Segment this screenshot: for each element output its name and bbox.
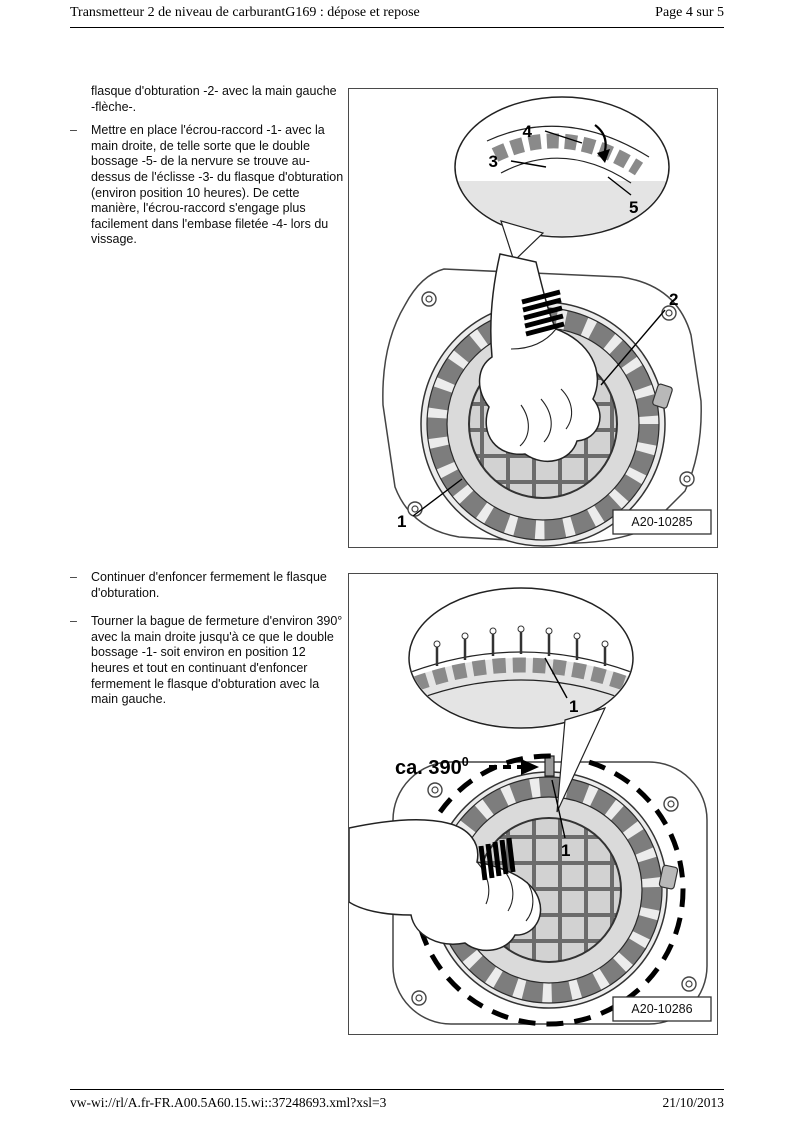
page-title: Transmetteur 2 de niveau de carburantG16… (70, 5, 420, 20)
footer-divider (70, 1089, 724, 1090)
header-divider (70, 27, 724, 28)
retainer-clip (658, 864, 679, 890)
figure-label-text: A20-10285 (631, 515, 692, 529)
callout-1: 1 (397, 512, 406, 531)
bubble-pointer (500, 220, 545, 263)
rotation-angle-sup: 0 (462, 755, 469, 769)
callout-3: 3 (489, 152, 498, 171)
figure2-callouts: 1 1 (544, 657, 578, 860)
rotation-angle-text: ca. 390 (395, 757, 462, 779)
instructions-section-1: flasque d'obturation -2- avec la main ga… (70, 84, 344, 261)
callout-5: 5 (629, 198, 638, 217)
callout-4: 4 (523, 122, 533, 141)
list-item: – Tourner la bague de fermeture d'enviro… (70, 614, 344, 708)
retainer-clip (652, 383, 673, 409)
bullet-dash: – (70, 614, 77, 629)
rotation-arrowhead (521, 759, 539, 775)
detail-bubble (408, 587, 634, 813)
instructions-section-2: – Continuer d'enfoncer fermement le flas… (70, 570, 344, 721)
figure2-illustration: ca. 3900 1 1 A20-10286 (349, 587, 712, 1027)
page-indicator: Page 4 sur 5 (655, 5, 724, 20)
figure2-label: A20-10286 (612, 996, 712, 1022)
figure1-illustration: 4 3 5 2 1 A20-10285 (382, 96, 712, 547)
figure-label-text: A20-10286 (631, 1002, 692, 1016)
ring-pins (435, 631, 607, 666)
callout-inset-1: 1 (569, 697, 578, 716)
list-item-text: Mettre en place l'écrou-raccord -1- avec… (91, 123, 344, 247)
figure1-label: A20-10285 (612, 509, 712, 535)
bullet-dash: – (70, 570, 77, 584)
callout-main-1: 1 (561, 841, 570, 860)
figure-a20-10286: ca. 3900 1 1 A20-10286 (348, 573, 718, 1035)
callout-2: 2 (669, 290, 678, 309)
lug-pin (544, 755, 555, 777)
detail-bubble (454, 96, 670, 263)
hand (349, 819, 542, 952)
paragraph-continuation: flasque d'obturation -2- avec la main ga… (91, 84, 337, 114)
bullet-dash: – (70, 123, 77, 138)
list-item-text: Tourner la bague de fermeture d'environ … (91, 614, 343, 707)
rotation-annotation: ca. 3900 (395, 755, 539, 779)
list-item: – Continuer d'enfoncer fermement le flas… (70, 570, 344, 601)
footer-source: vw-wi://rl/A.fr-FR.A00.5A60.15.wi::37248… (70, 1095, 387, 1110)
footer-date: 21/10/2013 (662, 1095, 724, 1110)
hand (478, 253, 601, 463)
grip-hatch-marks (478, 837, 516, 881)
list-item: – Mettre en place l'écrou-raccord -1- av… (70, 123, 344, 248)
bubble-pointer (556, 707, 607, 813)
rotation-angle: ca. 3900 (395, 755, 469, 779)
grip-hatch-marks (521, 289, 565, 337)
figure1-callouts: 4 3 5 2 1 (397, 122, 678, 531)
list-item-text: Continuer d'enfoncer fermement le flasqu… (91, 570, 327, 600)
figure-a20-10285: 4 3 5 2 1 A20-10285 (348, 88, 718, 548)
